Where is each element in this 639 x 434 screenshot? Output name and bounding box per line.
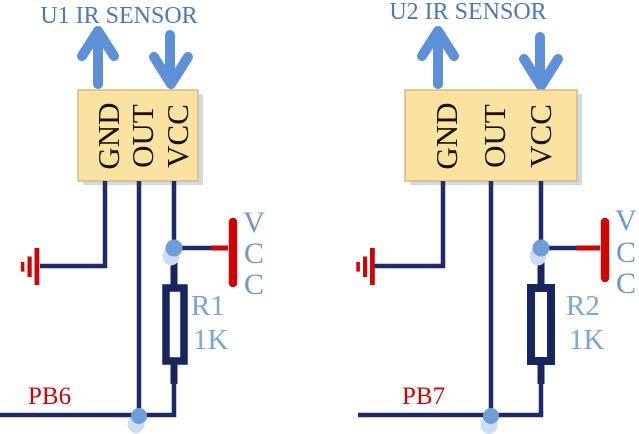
net-wire-pb7: [358, 382, 544, 418]
resistor-ref-label: R2: [566, 290, 600, 322]
resistor-ref-label: R1: [191, 290, 225, 322]
junction-dot: [483, 408, 499, 424]
circuit-u1: U1 IR SENSOR GND OUT VCC V: [0, 3, 265, 433]
net-label-pb7: PB7: [402, 383, 445, 410]
ir-receive-arrow-icon: [519, 32, 563, 91]
circuit-u2: U2 IR SENSOR GND OUT VCC V: [356, 0, 637, 434]
vcc-letter: C: [244, 268, 264, 301]
ir-emit-arrow-icon: [77, 26, 119, 89]
vcc-power-label: V C C: [243, 206, 265, 301]
resistor-r1-body: [162, 284, 188, 365]
vcc-power-label: V C C: [615, 204, 637, 300]
pin-label-gnd: GND: [91, 102, 126, 169]
sensor-title-u2: U2 IR SENSOR: [389, 0, 546, 25]
sensor-box-u1: [77, 89, 199, 182]
pin-label-vcc: VCC: [523, 104, 558, 168]
ground-symbol-icon: [356, 248, 375, 285]
junction-dot: [131, 408, 147, 424]
pin-label-gnd: GND: [429, 102, 464, 169]
net-wire-pb6: [0, 382, 177, 418]
vcc-letter: V: [615, 204, 637, 237]
ground-symbol-icon: [20, 248, 40, 285]
ir-emit-arrow-icon: [417, 26, 459, 89]
pin-label-out: OUT: [477, 104, 512, 168]
gnd-wire: [40, 181, 108, 269]
pin-label-vcc: VCC: [160, 104, 195, 168]
net-label-pb6: PB6: [28, 383, 71, 410]
vcc-letter: V: [243, 206, 265, 239]
junction-dot: [165, 239, 183, 257]
vcc-letter: C: [616, 267, 636, 300]
sensor-box-u2: [404, 89, 578, 182]
ir-receive-arrow-icon: [149, 30, 193, 89]
resistor-r2-body: [527, 284, 555, 365]
vcc-letter: C: [616, 236, 636, 269]
resistor-value-label: 1K: [193, 324, 229, 356]
sensor-title-u1: U1 IR SENSOR: [40, 3, 197, 29]
junction-dot: [532, 239, 550, 257]
gnd-wire: [374, 181, 446, 269]
pin-label-out: OUT: [125, 104, 160, 168]
resistor-value-label: 1K: [569, 324, 605, 356]
vcc-letter: C: [244, 237, 264, 270]
